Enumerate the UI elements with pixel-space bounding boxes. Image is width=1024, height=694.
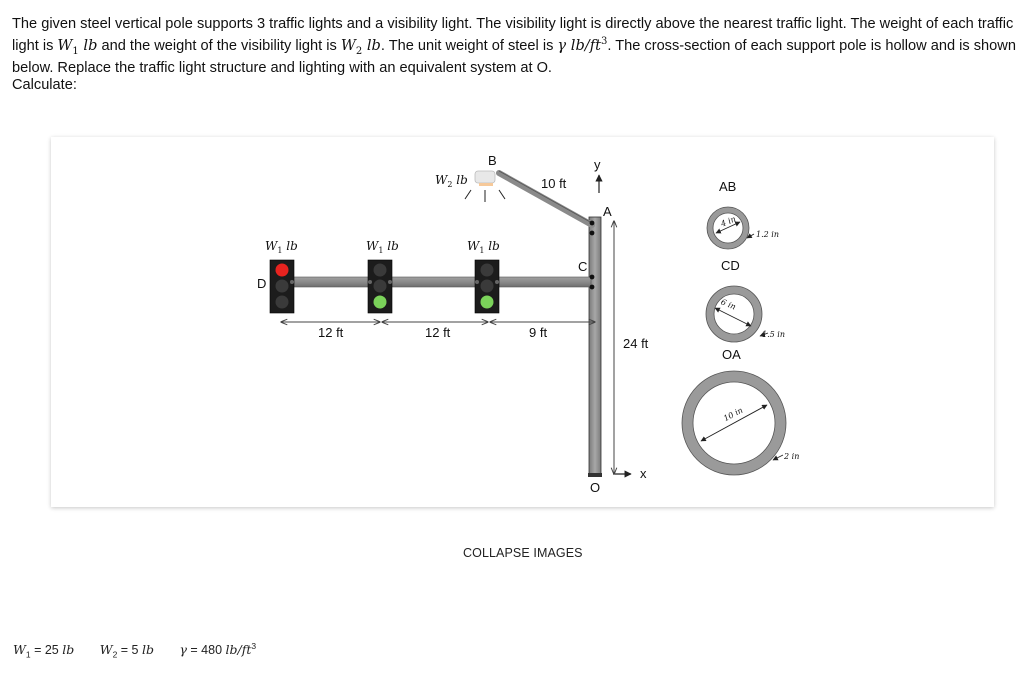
figure-card: W1 lb W1 lb W1 lb W2 lb B A C D O y x 12… — [51, 137, 994, 507]
traffic-light-2 — [367, 259, 393, 314]
structure-diagram: W1 lb W1 lb W1 lb W2 lb B A C D O y x 12… — [257, 153, 799, 495]
x-axis-label: x — [640, 466, 647, 481]
point-d-label: D — [257, 276, 266, 291]
collapse-images-link[interactable]: COLLAPSE IMAGES — [463, 546, 583, 560]
dim-12ft-a: 12 ft — [318, 325, 344, 340]
dim-10ft: 10 ft — [541, 176, 567, 191]
given-values: W1 = 25 lb W2 = 5 lb γ = 480 lb/ft3 — [13, 641, 278, 660]
section-ab-title: AB — [719, 179, 736, 194]
main-pole — [588, 216, 602, 476]
section-ab: 4 in 1.2 in — [706, 206, 779, 250]
inclined-arm-edge — [498, 170, 593, 224]
section-oa: 10 in 2 in — [681, 370, 799, 476]
joint-c-dot-2 — [589, 284, 595, 290]
w1-label-2: W1 lb — [366, 239, 399, 255]
w2-symbol: W2 lb — [340, 36, 381, 57]
cd-thickness: 1.5 in — [762, 330, 785, 339]
y-axis-label: y — [594, 157, 601, 172]
section-cd: 6 in 1.5 in — [705, 285, 785, 343]
section-oa-title: OA — [722, 347, 741, 362]
point-a-label: A — [603, 204, 612, 219]
traffic-light-d — [269, 259, 295, 314]
given-w1: W1 = 25 lb — [13, 642, 75, 660]
problem-text-5: Calculate: — [12, 76, 77, 93]
given-gamma: γ = 480 lb/ft3 — [179, 641, 257, 658]
joint-c-dot — [589, 274, 595, 280]
w1-symbol: W1 lb — [57, 36, 98, 57]
gamma-symbol: γ lb/ft3 — [557, 36, 608, 54]
inclined-arm — [496, 170, 595, 228]
horizontal-arm — [274, 276, 592, 288]
point-b-label: B — [488, 153, 497, 168]
problem-text-1: The given steel vertical pole supports 3… — [12, 16, 1014, 54]
dim-12ft-b: 12 ft — [425, 325, 451, 340]
pole-base — [588, 473, 602, 477]
problem-text-3: . The unit weight of steel is — [380, 37, 558, 54]
problem-text-4: . The cross-section of each support pole… — [12, 37, 1016, 76]
traffic-light-3 — [474, 259, 500, 314]
joint-a-dot — [589, 220, 595, 226]
problem-text-2: and the weight of the visibility light i… — [97, 37, 341, 54]
w1-label-1: W1 lb — [265, 239, 298, 255]
section-cd-title: CD — [721, 258, 740, 273]
dim-24ft: 24 ft — [623, 336, 649, 351]
oa-thickness: 2 in — [783, 452, 799, 461]
ab-thickness: 1.2 in — [756, 230, 779, 239]
joint-a-dot-2 — [589, 230, 595, 236]
w1-label-3: W1 lb — [467, 239, 500, 255]
visibility-light — [464, 170, 506, 202]
dim-9ft: 9 ft — [529, 325, 547, 340]
given-w2: W2 = 5 lb — [99, 642, 154, 660]
problem-statement: The given steel vertical pole supports 3… — [12, 16, 1016, 94]
point-c-label: C — [578, 259, 587, 274]
point-o-label: O — [590, 480, 600, 495]
w2-label: W2 lb — [435, 173, 468, 189]
